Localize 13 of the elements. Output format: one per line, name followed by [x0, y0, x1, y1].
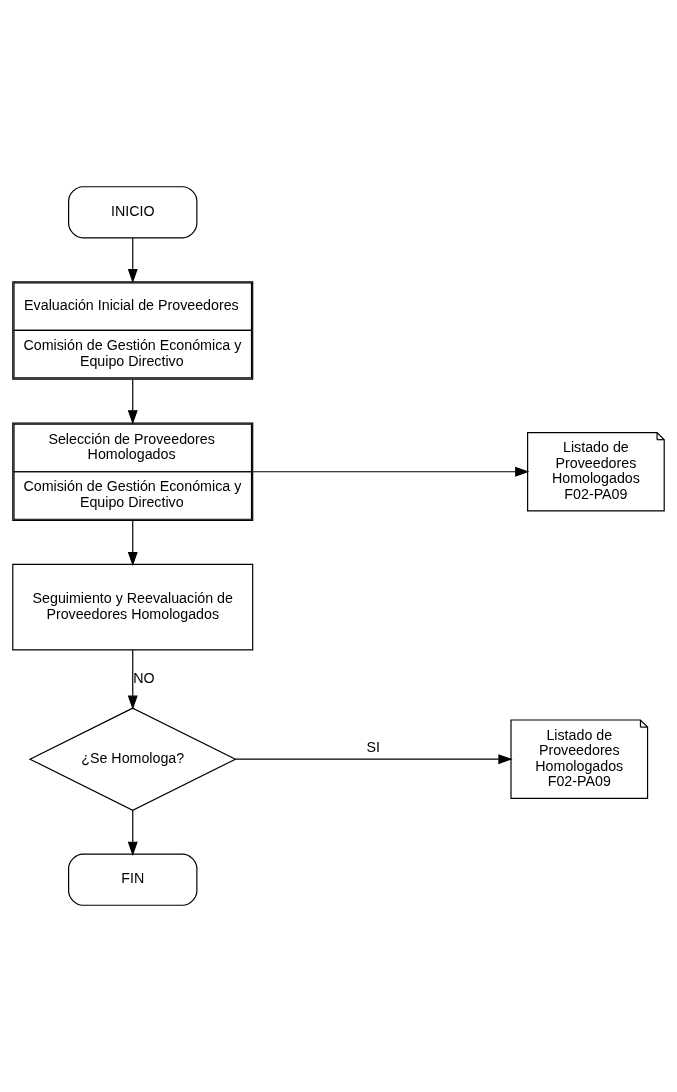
arrow: [252, 466, 530, 477]
node-box: INICIO: [68, 186, 198, 239]
node-box: FIN: [68, 853, 198, 906]
edge-label: SI: [366, 738, 380, 755]
arrow: [235, 754, 513, 765]
node-diamond: ¿Se Homologa?: [28, 707, 237, 811]
arrow: [127, 378, 138, 425]
arrow: [127, 237, 138, 284]
arrow: [127, 520, 138, 567]
edge-label: NO: [133, 669, 155, 686]
arrow: [127, 649, 138, 710]
arrow: [127, 809, 138, 856]
node-box: Seguimiento y Reevaluación de Proveedores Homologados: [12, 563, 254, 651]
